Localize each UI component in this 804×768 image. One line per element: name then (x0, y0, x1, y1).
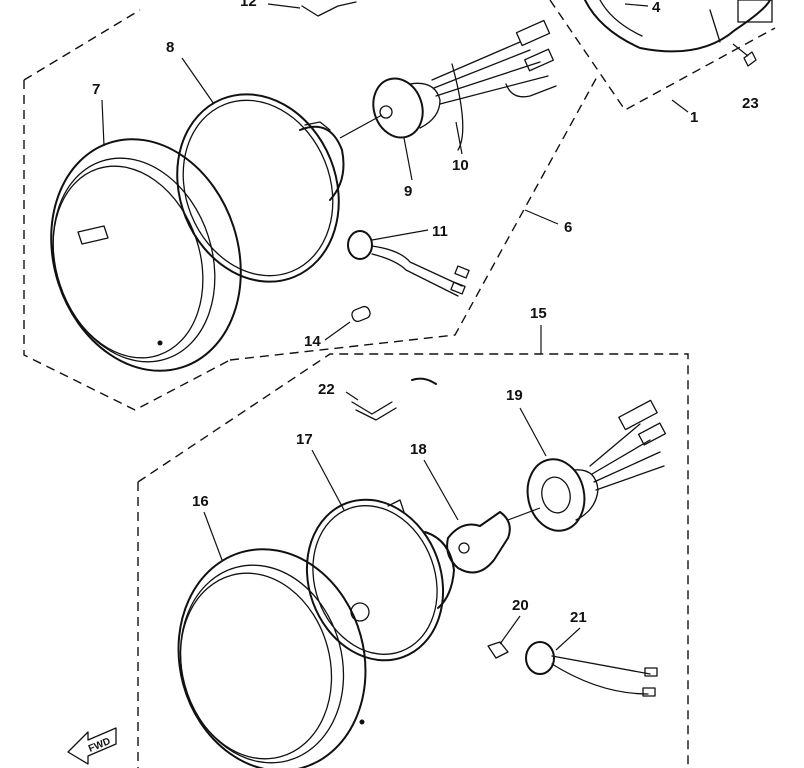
upper-assembly-group (23, 0, 776, 411)
rim-screw-hole (157, 340, 163, 346)
part-label-15: 15 (530, 305, 547, 322)
part-label-10: 10 (452, 157, 469, 174)
upper-group-boundary (23, 9, 599, 411)
socket-assembly-19 (519, 399, 667, 532)
part-label-17: 17 (296, 431, 313, 448)
lower-group-boundary (137, 353, 689, 768)
reflector-18 (423, 459, 541, 574)
clip-12 (267, 1, 357, 17)
part-label-16: 16 (192, 493, 209, 510)
part-label-23: 23 (742, 95, 759, 112)
bulb-holder-11 (347, 229, 470, 297)
sealed-beam-unit-8 (176, 93, 345, 283)
part-label-14: 14 (304, 333, 321, 350)
socket-leader (339, 114, 383, 139)
part-label-4: 4 (652, 0, 661, 16)
lower-assembly-group: FWD (67, 325, 689, 768)
part-label-6: 6 (564, 219, 572, 236)
sealed-beam-unit-17 (305, 498, 455, 662)
part-label-22: 22 (318, 381, 335, 398)
bulb-14 (324, 305, 371, 341)
spring-clip-22 (345, 377, 437, 421)
headlight-rim-7 (50, 138, 242, 372)
wiring-harness-10 (431, 19, 557, 151)
part-label-18: 18 (410, 441, 427, 458)
part-label-12: 12 (240, 0, 257, 10)
headlight-rim-16 (177, 548, 367, 768)
part-number-labels: 12 4 8 7 23 1 10 9 6 11 15 14 22 19 17 1… (92, 0, 759, 626)
part-label-9: 9 (404, 183, 412, 200)
bulb-socket-9 (339, 77, 441, 139)
part-label-20: 20 (512, 597, 529, 614)
part-label-8: 8 (166, 39, 174, 56)
headlight-body-1 (584, 0, 773, 53)
part-label-21: 21 (570, 609, 587, 626)
part-label-19: 19 (506, 387, 523, 404)
part-label-7: 7 (92, 81, 100, 98)
part-label-1: 1 (690, 109, 698, 126)
bulb-holder-21 (525, 627, 658, 697)
fwd-direction-marker: FWD (67, 727, 117, 765)
bulb-20 (487, 615, 521, 659)
assembly-1-boundary (549, 0, 776, 111)
screw-23 (732, 43, 757, 67)
rim-clip (77, 225, 109, 245)
part-label-11: 11 (432, 223, 448, 240)
